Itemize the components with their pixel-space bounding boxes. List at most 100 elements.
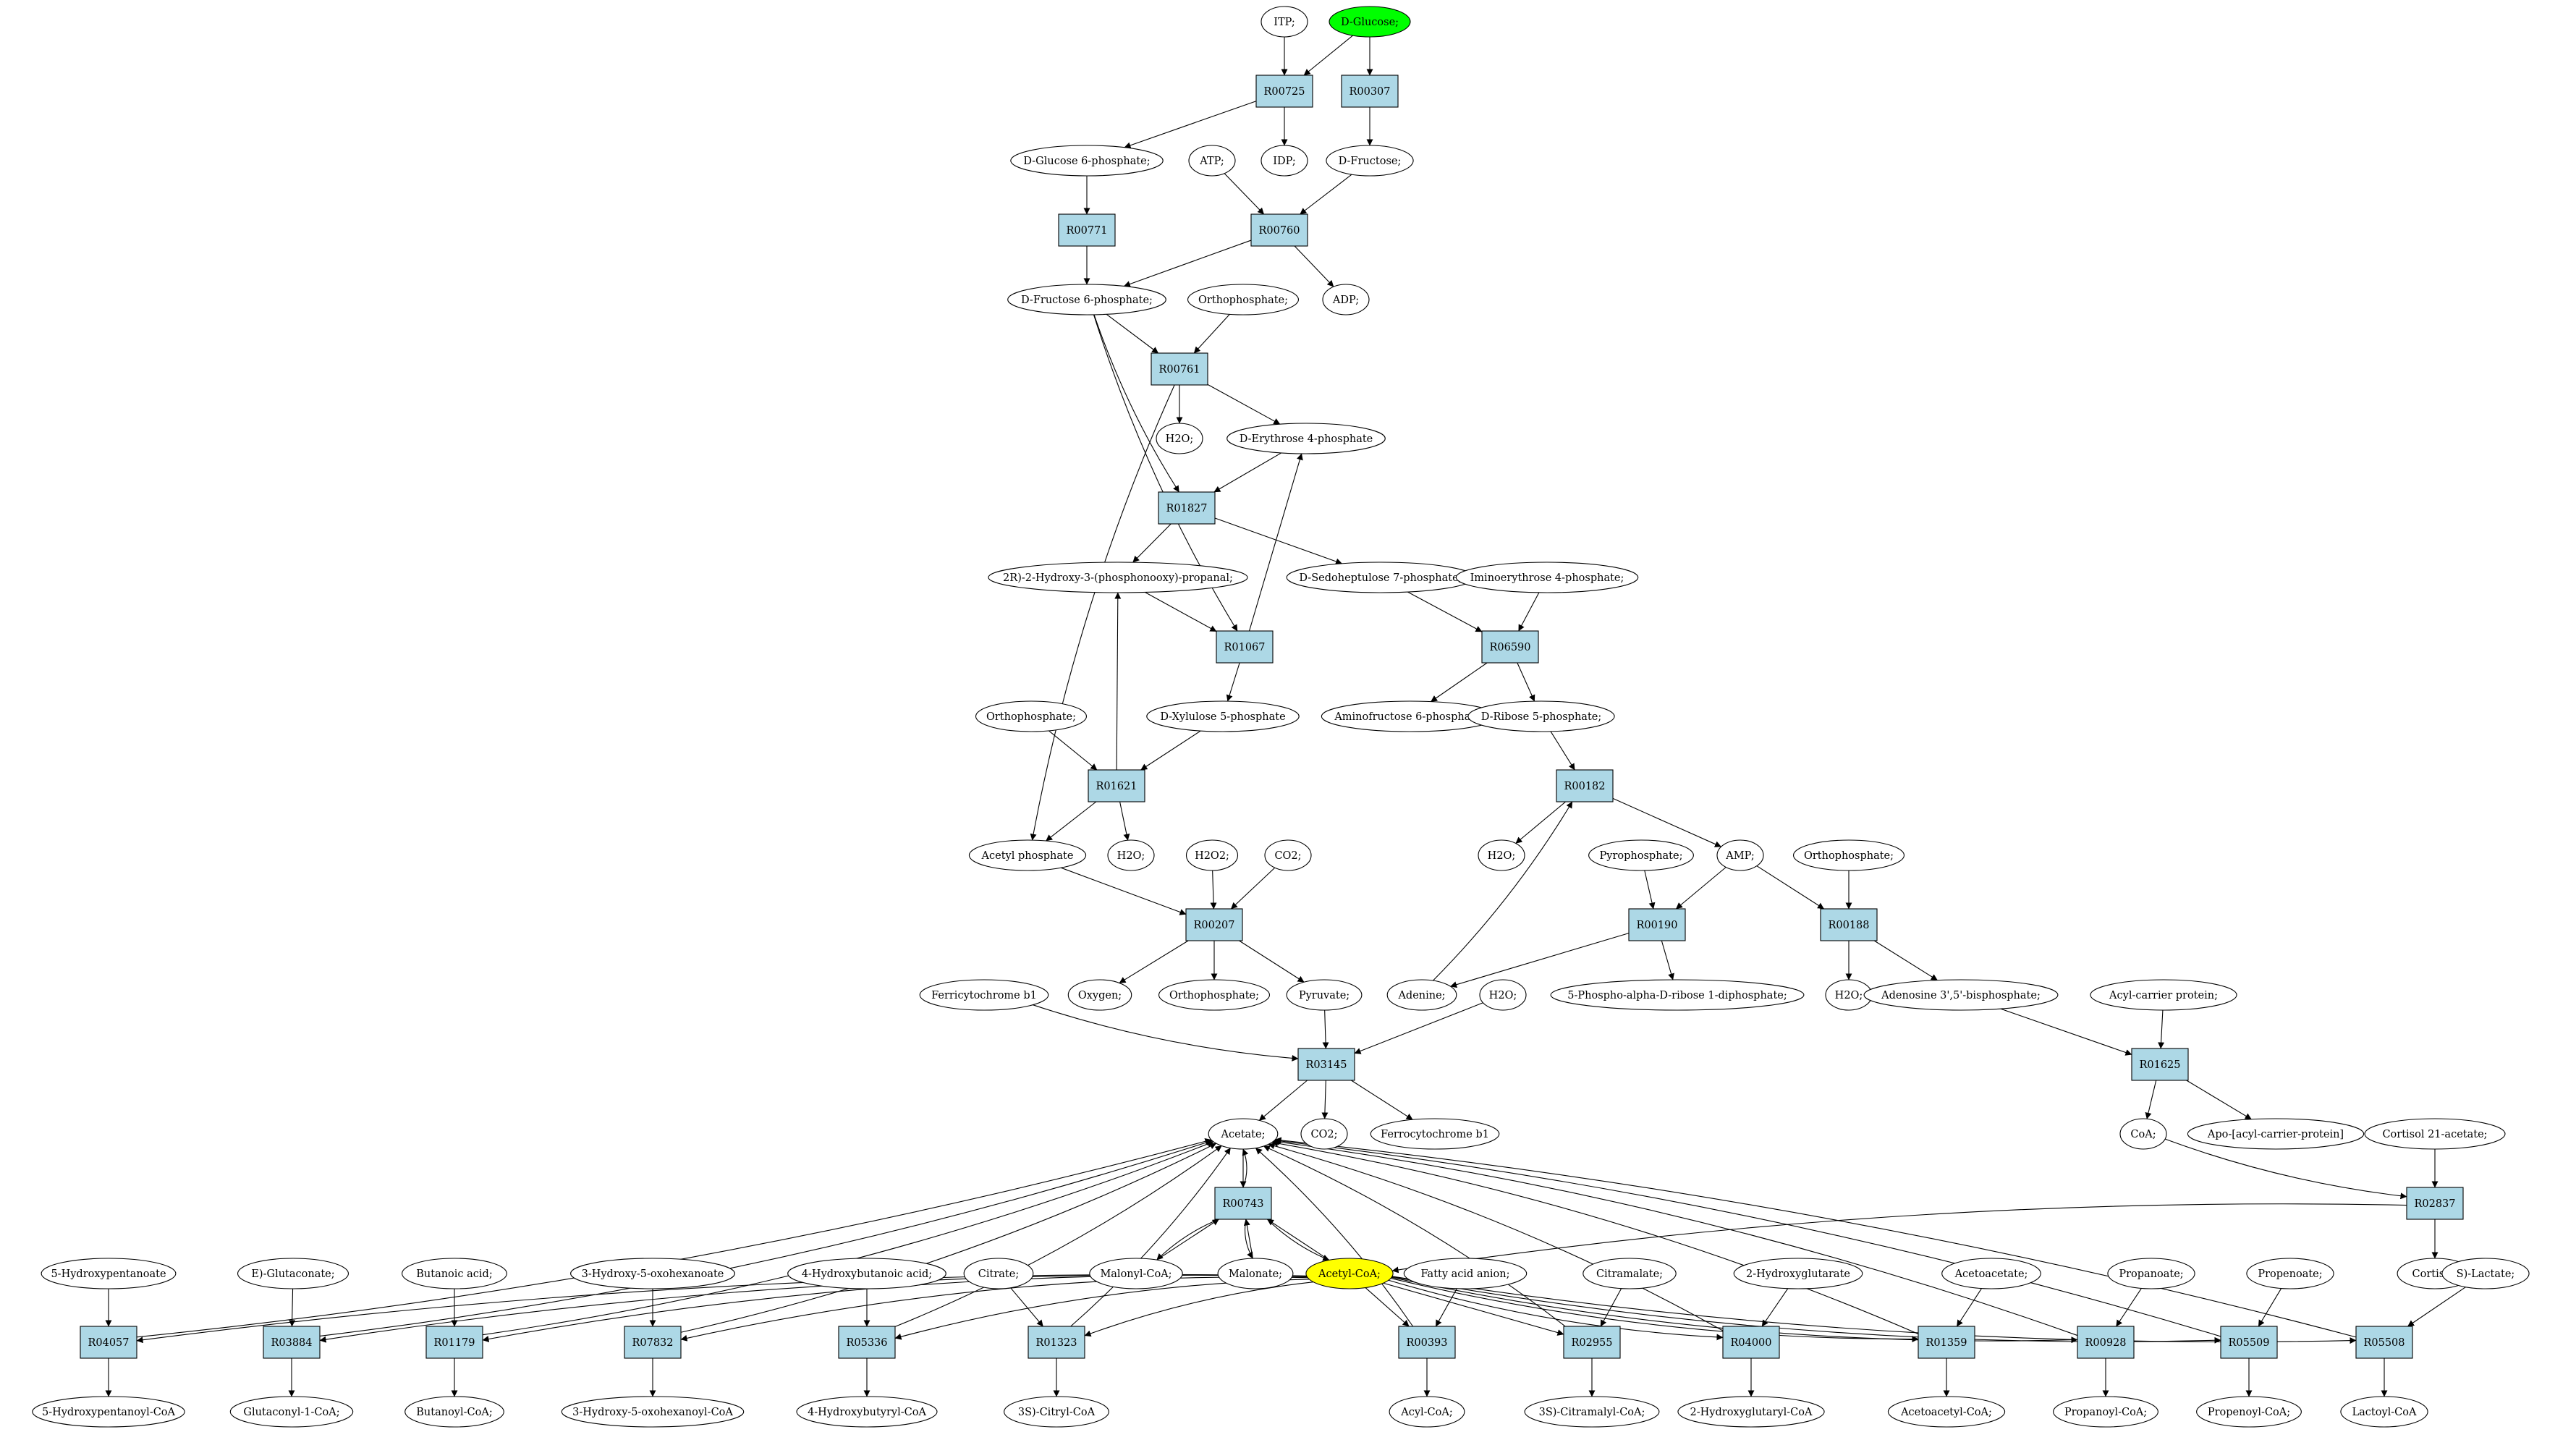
reaction-node-R04057[interactable]: R04057 (80, 1326, 137, 1359)
compound-node-propenoylcoa[interactable]: Propenoyl-CoA; (2196, 1396, 2302, 1428)
reaction-node-R05336[interactable]: R05336 (838, 1326, 896, 1359)
compound-node-co2a[interactable]: CO2; (1264, 839, 1312, 871)
compound-node-adp[interactable]: ADP; (1322, 284, 1370, 315)
compound-node-5hpcoa[interactable]: 5-Hydroxypentanoyl-CoA (32, 1396, 185, 1428)
compound-node-fatty[interactable]: Fatty acid anion; (1403, 1258, 1528, 1289)
compound-node-slactate[interactable]: S)-Lactate; (2441, 1258, 2530, 1289)
compound-node-citramalylcoa[interactable]: 3S)-Citramalyl-CoA; (1524, 1396, 1660, 1428)
compound-node-adenine[interactable]: Adenine; (1386, 979, 1457, 1011)
compound-node-amino[interactable]: Aminofructose 6-phosphate; (1321, 700, 1499, 732)
compound-node-atp[interactable]: ATP; (1188, 145, 1236, 177)
compound-node-2hgcoa[interactable]: 2-Hydroxyglutaryl-CoA (1677, 1396, 1825, 1428)
compound-node-ortho3[interactable]: Orthophosphate; (1792, 839, 1905, 871)
compound-node-propanoylcoa[interactable]: Propanoyl-CoA; (2053, 1396, 2158, 1428)
reaction-node-R00393[interactable]: R00393 (1398, 1326, 1456, 1359)
compound-node-f6p[interactable]: D-Fructose 6-phosphate; (1007, 284, 1166, 315)
reaction-node-R04000[interactable]: R04000 (1722, 1326, 1780, 1359)
compound-node-butanoylcoa[interactable]: Butanoyl-CoA; (404, 1396, 504, 1428)
reaction-node-R01359[interactable]: R01359 (1918, 1326, 1975, 1359)
compound-node-h2o-3[interactable]: H2O; (1478, 839, 1525, 871)
compound-node-pyruvate[interactable]: Pyruvate; (1286, 979, 1363, 1011)
compound-node-propenoate[interactable]: Propenoate; (2246, 1258, 2334, 1289)
reaction-node-R00182[interactable]: R00182 (1556, 769, 1614, 802)
compound-node-dfructose[interactable]: D-Fructose; (1326, 145, 1414, 177)
compound-node-apoacp[interactable]: Apo-[acyl-carrier-protein] (2187, 1118, 2365, 1150)
reaction-node-R06590[interactable]: R06590 (1481, 630, 1539, 664)
compound-node-lactoylcoa[interactable]: Lactoyl-CoA (2340, 1396, 2428, 1428)
compound-node-citrylcoa[interactable]: 3S)-Citryl-CoA (1004, 1396, 1109, 1428)
compound-node-ferri[interactable]: Ferricytochrome b1 (919, 979, 1049, 1011)
compound-node-eglut[interactable]: E)-Glutaconate; (237, 1258, 349, 1289)
compound-node-ortho1[interactable]: Orthophosphate; (1187, 284, 1300, 315)
compound-node-pap[interactable]: Adenosine 3',5'-bisphosphate; (1863, 979, 2059, 1011)
compound-node-glutaconylcoa[interactable]: Glutaconyl-1-CoA; (229, 1396, 354, 1428)
compound-node-propanoate[interactable]: Propanoate; (2107, 1258, 2195, 1289)
reaction-node-R00188[interactable]: R00188 (1820, 908, 1878, 941)
compound-node-g6p[interactable]: D-Glucose 6-phosphate; (1010, 145, 1164, 177)
compound-node-3h5ocoa[interactable]: 3-Hydroxy-5-oxohexanoyl-CoA (561, 1396, 745, 1428)
reaction-node-R01621[interactable]: R01621 (1088, 769, 1145, 802)
compound-node-acetylp[interactable]: Acetyl phosphate (968, 839, 1087, 871)
compound-node-amp[interactable]: AMP; (1716, 839, 1764, 871)
compound-node-butanoic[interactable]: Butanoic acid; (402, 1258, 507, 1289)
compound-node-malonylcoa[interactable]: Malonyl-CoA; (1089, 1258, 1183, 1289)
compound-node-citramalate[interactable]: Citramalate; (1583, 1258, 1677, 1289)
compound-node-malonate[interactable]: Malonate; (1217, 1258, 1294, 1289)
compound-node-acylcoa[interactable]: Acyl-CoA; (1389, 1396, 1465, 1428)
reaction-node-R00771[interactable]: R00771 (1058, 213, 1116, 247)
compound-node-3h5o[interactable]: 3-Hydroxy-5-oxohexanoate (570, 1258, 735, 1289)
reaction-node-R00760[interactable]: R00760 (1250, 213, 1308, 247)
compound-node-acetoacetylcoa[interactable]: Acetoacetyl-CoA; (1887, 1396, 2006, 1428)
compound-node-5hp[interactable]: 5-Hydroxypentanoate (41, 1258, 177, 1289)
compound-node-2hg[interactable]: 2-Hydroxyglutarate (1733, 1258, 1863, 1289)
compound-node-coa[interactable]: CoA; (2119, 1118, 2167, 1150)
compound-node-dglucose[interactable]: D-Glucose; (1329, 6, 1411, 38)
compound-node-2r[interactable]: 2R)-2-Hydroxy-3-(phosphonooxy)-propanal; (988, 562, 1248, 593)
reaction-node-R01827[interactable]: R01827 (1158, 491, 1216, 525)
compound-node-acetylcoa[interactable]: Acetyl-CoA; (1305, 1258, 1394, 1289)
compound-node-imino[interactable]: Iminoerythrose 4-phosphate; (1455, 562, 1639, 593)
reaction-node-R00190[interactable]: R00190 (1628, 908, 1686, 941)
reaction-node-R00207[interactable]: R00207 (1185, 908, 1243, 941)
compound-node-ortho2[interactable]: Orthophosphate; (975, 700, 1088, 732)
reaction-node-R07832[interactable]: R07832 (624, 1326, 682, 1359)
reaction-node-R05508[interactable]: R05508 (2355, 1326, 2413, 1359)
compound-node-e4p[interactable]: D-Erythrose 4-phosphate (1226, 423, 1386, 454)
reaction-node-R00725[interactable]: R00725 (1255, 75, 1313, 108)
reaction-node-R00743[interactable]: R00743 (1214, 1187, 1272, 1220)
reaction-node-R00928[interactable]: R00928 (2077, 1326, 2135, 1359)
compound-node-idp[interactable]: IDP; (1261, 145, 1308, 177)
compound-node-4hb[interactable]: 4-Hydroxybutanoic acid; (787, 1258, 946, 1289)
compound-node-ortho4[interactable]: Orthophosphate; (1158, 979, 1271, 1011)
compound-node-itp[interactable]: ITP; (1261, 6, 1308, 38)
reaction-node-R05509[interactable]: R05509 (2220, 1326, 2278, 1359)
compound-node-co2b[interactable]: CO2; (1300, 1118, 1348, 1150)
compound-node-citrate[interactable]: Citrate; (963, 1258, 1034, 1289)
compound-node-oxygen[interactable]: Oxygen; (1067, 979, 1132, 1011)
reaction-node-R01067[interactable]: R01067 (1216, 630, 1274, 664)
reaction-node-R02955[interactable]: R02955 (1563, 1326, 1621, 1359)
compound-node-h2o-2[interactable]: H2O; (1107, 839, 1155, 871)
reaction-node-R01179[interactable]: R01179 (425, 1326, 483, 1359)
reaction-node-R03884[interactable]: R03884 (263, 1326, 321, 1359)
reaction-node-R01625[interactable]: R01625 (2131, 1048, 2189, 1081)
compound-node-acetate[interactable]: Acetate; (1208, 1118, 1279, 1150)
reaction-node-R01323[interactable]: R01323 (1028, 1326, 1085, 1359)
reaction-node-R02837[interactable]: R02837 (2406, 1187, 2464, 1220)
compound-node-h2o-4[interactable]: H2O; (1479, 979, 1527, 1011)
reaction-node-R03145[interactable]: R03145 (1297, 1048, 1355, 1081)
compound-node-pyro[interactable]: Pyrophosphate; (1588, 839, 1694, 871)
compound-node-s7p[interactable]: D-Sedoheptulose 7-phosphate; (1286, 562, 1475, 593)
reaction-node-R00307[interactable]: R00307 (1341, 75, 1399, 108)
compound-node-x5p[interactable]: D-Xylulose 5-phosphate (1146, 700, 1300, 732)
reaction-node-R00761[interactable]: R00761 (1151, 352, 1208, 386)
compound-node-h2o2[interactable]: H2O2; (1185, 839, 1239, 871)
compound-node-4hbcoa[interactable]: 4-Hydroxybutyryl-CoA (796, 1396, 938, 1428)
compound-node-ferro[interactable]: Ferrocytochrome b1 (1370, 1118, 1500, 1150)
compound-node-prpp[interactable]: 5-Phospho-alpha-D-ribose 1-diphosphate; (1550, 979, 1805, 1011)
compound-node-h2o-5[interactable]: H2O; (1825, 979, 1873, 1011)
compound-node-acetoacetate[interactable]: Acetoacetate; (1941, 1258, 2041, 1289)
compound-node-r5p[interactable]: D-Ribose 5-phosphate; (1467, 700, 1615, 732)
compound-node-acp[interactable]: Acyl-carrier protein; (2090, 979, 2237, 1011)
compound-node-cortisol21[interactable]: Cortisol 21-acetate; (2364, 1118, 2506, 1150)
